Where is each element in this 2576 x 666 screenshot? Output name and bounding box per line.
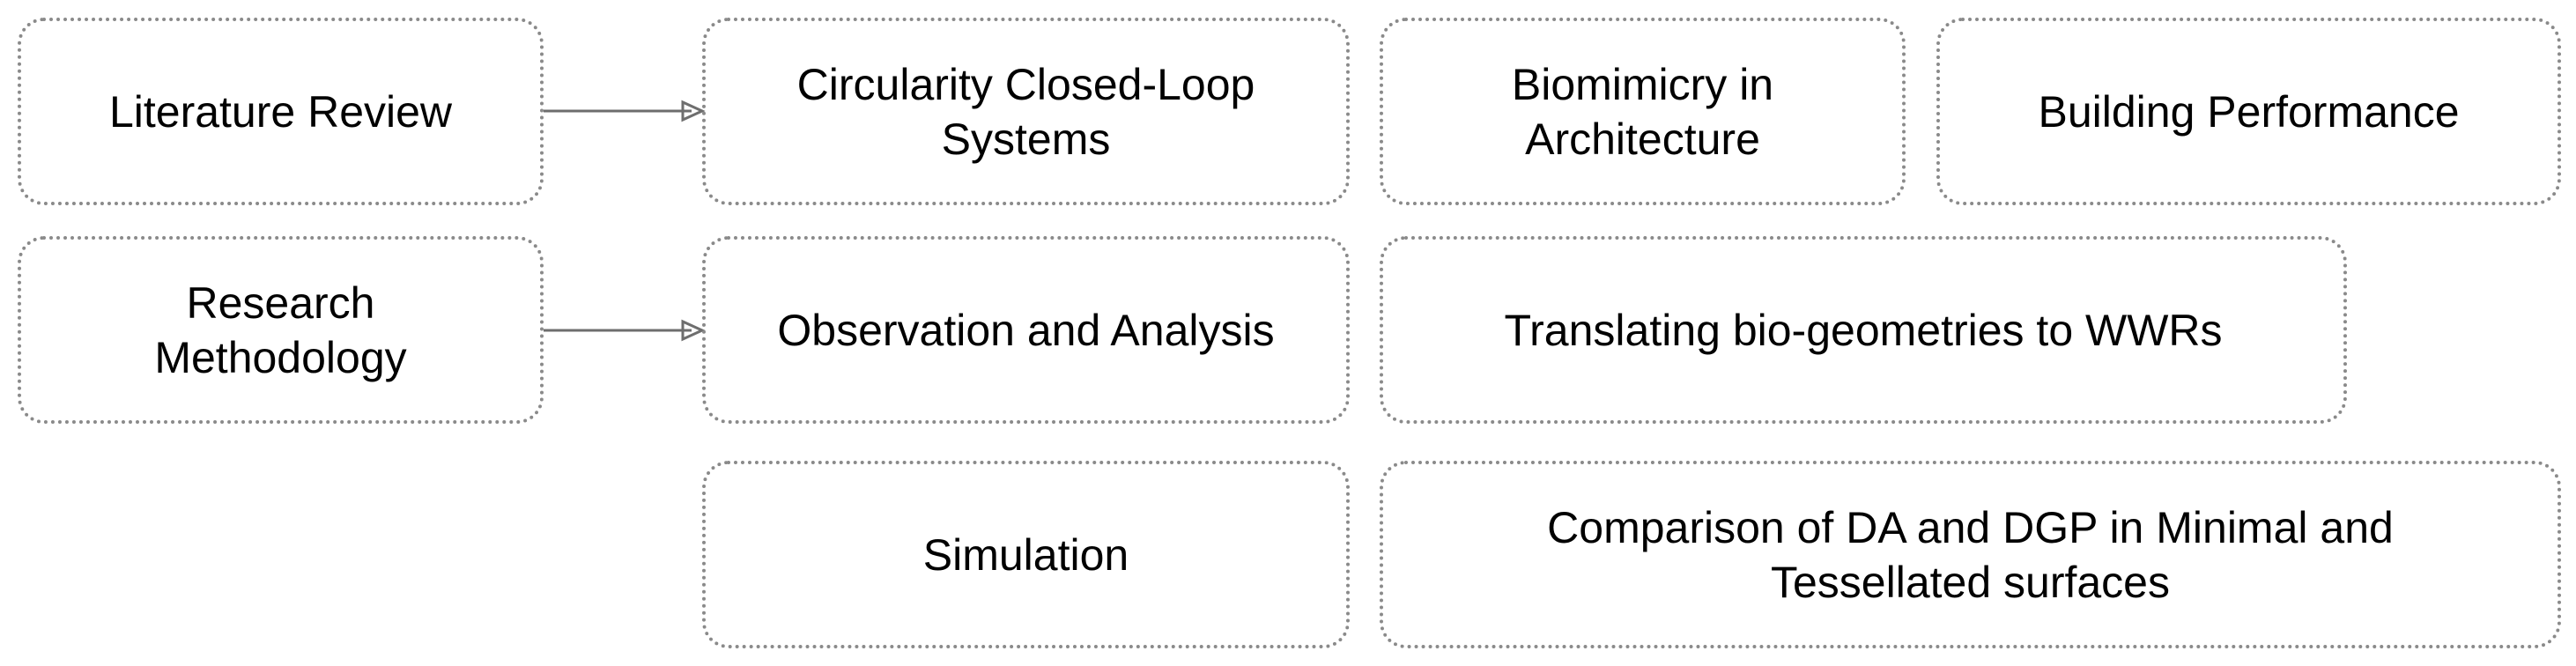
box-label: Biomimicry in Architecture	[1511, 59, 1774, 164]
box-research-methodology: Research Methodology	[18, 236, 544, 424]
box-label: Literature Review	[108, 86, 453, 137]
arrow-literature-to-circularity	[544, 100, 706, 122]
box-comparison-da-dgp: Comparison of DA and DGP in Minimal and …	[1380, 461, 2561, 648]
box-label: Building Performance	[2038, 86, 2460, 137]
box-circularity-closed-loop: Circularity Closed-Loop Systems	[702, 18, 1350, 205]
arrow-methodology-to-observation	[544, 319, 706, 342]
box-label: Comparison of DA and DGP in Minimal and …	[1547, 502, 2394, 607]
box-observation-analysis: Observation and Analysis	[702, 236, 1350, 424]
box-biomimicry-architecture: Biomimicry in Architecture	[1380, 18, 1906, 205]
box-simulation: Simulation	[702, 461, 1350, 648]
box-label: Circularity Closed-Loop Systems	[796, 59, 1255, 164]
box-literature-review: Literature Review	[18, 18, 544, 205]
box-label: Observation and Analysis	[777, 305, 1275, 355]
box-label: Research Methodology	[154, 278, 407, 382]
box-label: Translating bio-geometries to WWRs	[1504, 305, 2223, 355]
box-label: Simulation	[922, 529, 1129, 580]
box-translating-bio-geometries: Translating bio-geometries to WWRs	[1380, 236, 2347, 424]
box-building-performance: Building Performance	[1936, 18, 2561, 205]
